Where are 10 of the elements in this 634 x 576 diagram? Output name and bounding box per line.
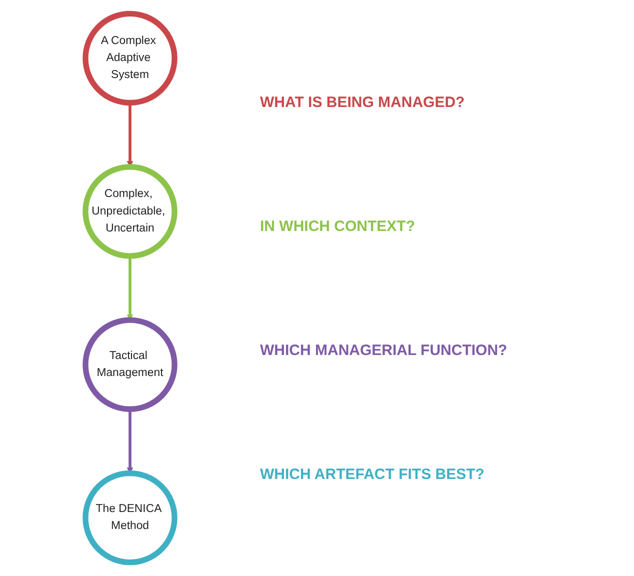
node-circle xyxy=(82,164,178,259)
arrow xyxy=(126,256,134,320)
question-text: IN WHICH CONTEXT? xyxy=(260,218,416,234)
question-text: WHAT IS BEING MANAGED? xyxy=(260,94,466,110)
question-text: WHICH MANAGERIAL FUNCTION? xyxy=(260,342,508,358)
node-circle xyxy=(82,317,178,412)
question-text: WHICH ARTEFACT FITS BEST? xyxy=(260,466,486,482)
node-circle xyxy=(82,470,178,566)
cycle-diagram: A Complex Adaptive System Complex, Unpredictable, Uncertain Tactical Management The DENICA Method xyxy=(0,8,260,568)
node-circle xyxy=(82,10,178,106)
